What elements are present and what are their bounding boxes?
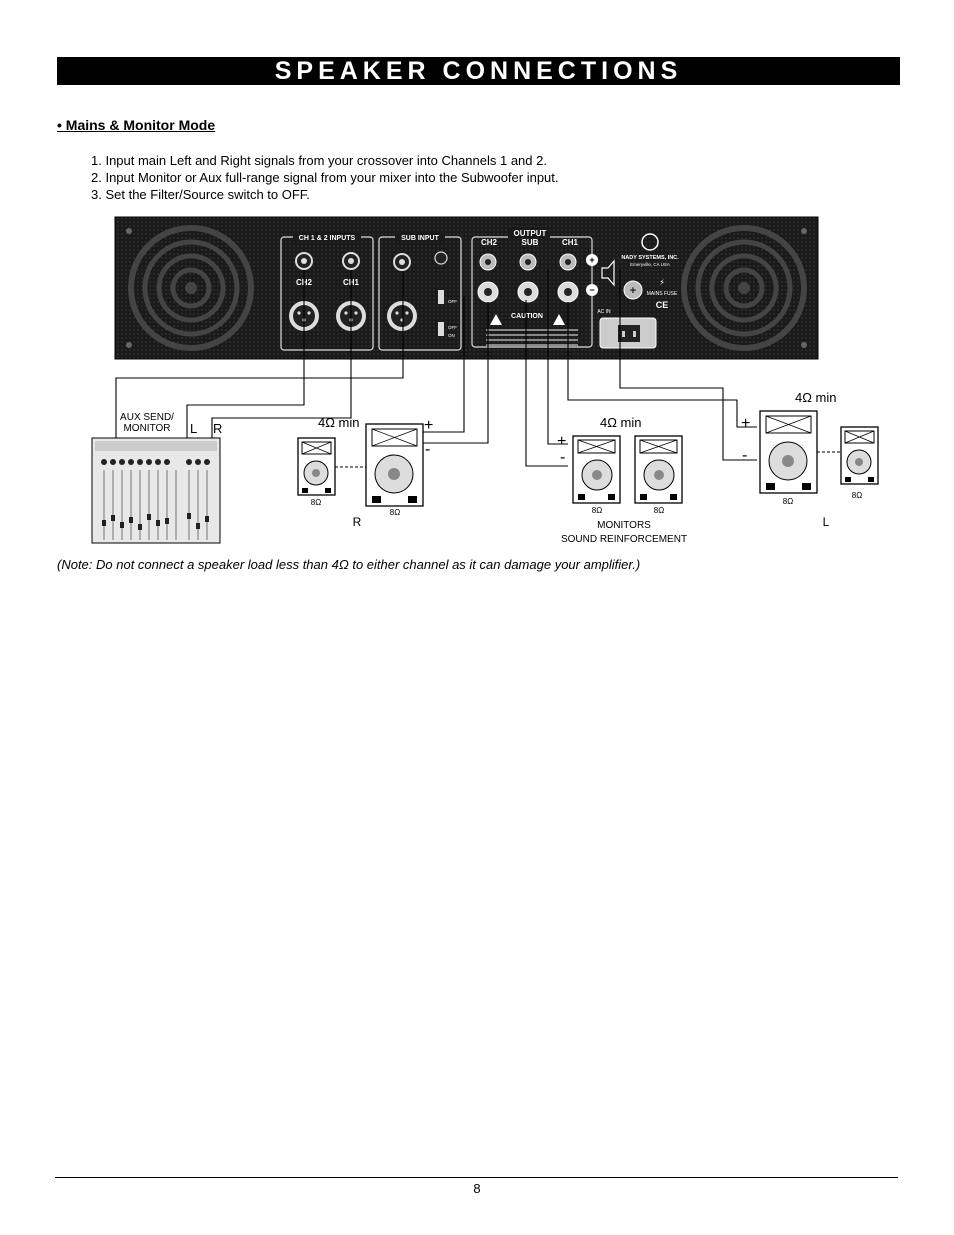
ce-mark: CE (656, 300, 669, 310)
plus-terminal-icon (586, 254, 598, 266)
ch2-jack (295, 252, 313, 270)
sub-jack (393, 253, 411, 271)
sub-frequency-knob (434, 251, 448, 265)
right-plus: + (424, 417, 433, 434)
ac-in-label: AC IN (597, 309, 611, 315)
mixer-r-label: R (213, 421, 222, 436)
monitor-ohm-2: 8Ω (654, 506, 664, 515)
step-2: 2. Input Monitor or Aux full-range signa… (91, 170, 559, 185)
right-minus: - (425, 441, 430, 458)
left-small-speaker (840, 426, 879, 485)
left-small-ohm: 8Ω (852, 491, 862, 500)
left-big-speaker (759, 410, 818, 494)
monitor-ohm-1: 8Ω (592, 506, 602, 515)
speaker-icon (601, 259, 615, 287)
right-small-ohm: 8Ω (311, 498, 321, 507)
inputs-label: CH 1 & 2 INPUTS (299, 235, 356, 242)
monitor-speaker-1 (572, 435, 621, 504)
minus-terminal-icon (586, 284, 598, 296)
signal-wires (115, 270, 757, 467)
right-big-speaker (365, 423, 424, 507)
left-side-label: L (823, 515, 830, 529)
section-heading: • Mains & Monitor Mode (57, 117, 216, 133)
amplifier-rear-panel: CH 1 & 2 INPUTS CH2 CH1 SUB INPUT (114, 216, 819, 360)
mains-fuse-label: MAINS FUSE (647, 291, 678, 297)
left-plus: + (741, 415, 750, 432)
instruction-steps: 1. Input main Left and Right signals fro… (91, 152, 559, 203)
monitor-plus: + (557, 433, 566, 450)
step-3: 3. Set the Filter/Source switch to OFF. (91, 187, 310, 202)
source-switch (438, 322, 444, 336)
right-small-speaker (297, 437, 336, 496)
aux-send-label: AUX SEND/ (120, 412, 174, 423)
nady-logo-icon (641, 233, 659, 251)
mixer-l-label: L (190, 421, 197, 436)
wiring-diagram: CH 1 & 2 INPUTS CH2 CH1 SUB INPUT (91, 216, 879, 545)
sub-xlr (387, 301, 417, 331)
ch2-binding-posts (477, 253, 499, 303)
sound-reinforcement-caption: SOUND REINFORCEMENT (561, 534, 687, 545)
brand-label: NADY SYSTEMS, INC. (621, 255, 679, 261)
sub-binding-posts (517, 253, 539, 303)
sub-input-label: SUB INPUT (401, 235, 439, 242)
mains-fuse-holder (623, 280, 643, 300)
right-min-label: 4Ω min (318, 415, 360, 430)
filter-switch (438, 290, 444, 304)
svg-text:+: + (589, 255, 594, 265)
footer-rule (55, 1177, 898, 1178)
right-fan-grille (681, 225, 807, 351)
filter-off-label: OFF (448, 299, 457, 304)
monitor-min-label: 4Ω min (600, 415, 642, 430)
output-ch2-label: CH2 (481, 238, 498, 247)
output-ch1-label: CH1 (562, 238, 579, 247)
page-title: SPEAKER CONNECTIONS (57, 57, 900, 85)
step-1: 1. Input main Left and Right signals fro… (91, 153, 547, 168)
left-fan-grille (128, 225, 254, 351)
right-side-label: R (353, 515, 362, 529)
left-minus: - (742, 447, 747, 464)
output-sub-label: SUB (522, 238, 539, 247)
mixer-console (91, 437, 221, 544)
caution-label: CAUTION (511, 313, 543, 320)
svg-text:−: − (589, 285, 594, 295)
monitor-speaker-2 (634, 435, 683, 504)
aux-monitor-label: MONITOR (123, 423, 170, 434)
monitor-minus: - (560, 449, 565, 466)
monitors-caption: MONITORS (597, 520, 651, 531)
output-label: OUTPUT (514, 229, 547, 238)
brand-city: Emeryville, CA USA (630, 262, 670, 267)
warning-note: (Note: Do not connect a speaker load les… (57, 557, 641, 572)
monitor-speakers (572, 435, 683, 504)
right-mains-speakers (297, 423, 424, 507)
page-number: 8 (473, 1181, 481, 1196)
source-on-label: ON (448, 333, 455, 338)
warning-triangle-icon-2 (553, 314, 565, 325)
warning-triangle-icon (490, 314, 502, 325)
source-off-label: OFF (448, 325, 457, 330)
left-min-label: 4Ω min (795, 390, 837, 405)
lightning-icon: ⚡ (659, 278, 665, 287)
ch1-jack (342, 252, 360, 270)
left-mains-speakers (759, 410, 879, 494)
right-big-ohm: 8Ω (390, 508, 400, 517)
left-big-ohm: 8Ω (783, 497, 793, 506)
svg-text:+: + (630, 285, 636, 297)
